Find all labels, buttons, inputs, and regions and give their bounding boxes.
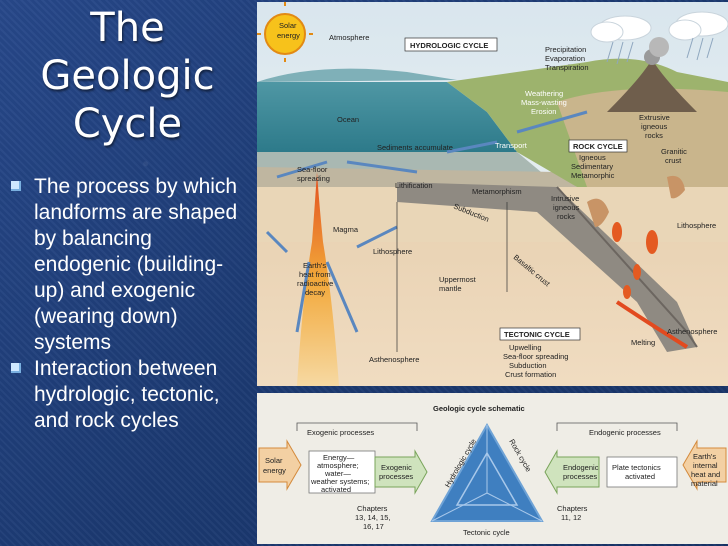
label-energy: Energy—: [323, 453, 355, 462]
label-extrusive: Extrusive: [639, 113, 670, 122]
label-sedimentary: Sedimentary: [571, 162, 613, 171]
label-energy: water—: [324, 469, 351, 478]
label-internal-heat: material: [691, 479, 718, 488]
sun-icon: [264, 13, 306, 55]
label-solar-energy: energy: [277, 31, 300, 40]
label-endogenic-processes: Endogenic processes: [589, 428, 661, 437]
geologic-cycle-illustration: Solar energy Atmosphere HYDROLOGIC CYCLE…: [257, 2, 728, 386]
label-exogenic-box: Exogenic: [381, 463, 412, 472]
geologic-cycle-schematic: Geologic cycle schematic Exogenic proces…: [257, 393, 728, 544]
label-granitic-crust: Granitic: [661, 147, 687, 156]
label-weathering: Weathering: [525, 89, 563, 98]
bullet-text: The process by which landforms are shape…: [34, 175, 238, 354]
label-earths-heat: decay: [305, 288, 325, 297]
label-chapters-left: 16, 17: [363, 522, 384, 531]
label-endogenic-box: Endogenic: [563, 463, 599, 472]
label-atmosphere: Atmosphere: [329, 33, 369, 42]
label-mass-wasting: Mass-wasting: [521, 98, 567, 107]
label-asthenosphere: Asthenosphere: [369, 355, 419, 364]
label-solar-energy: energy: [263, 466, 286, 475]
label-lithification: Lithification: [395, 181, 433, 190]
label-sea-floor-spreading-2: Sea-floor spreading: [503, 352, 568, 361]
label-chapters-left: Chapters: [357, 504, 388, 513]
label-chapters-right: Chapters: [557, 504, 588, 513]
label-sediments: Sediments accumulate: [377, 143, 453, 152]
label-plate-tectonics: Plate tectonics: [612, 463, 661, 472]
bullet-text: Interaction between hydrologic, tectonic…: [34, 357, 220, 432]
label-endogenic-box: processes: [563, 472, 597, 481]
label-sea-floor-spreading: Sea-floor: [297, 165, 328, 174]
label-igneous: Igneous: [579, 153, 606, 162]
label-solar-energy: Solar: [279, 21, 297, 30]
label-precipitation: Precipitation: [545, 45, 586, 54]
label-melting: Melting: [631, 338, 655, 347]
label-exogenic-processes: Exogenic processes: [307, 428, 374, 437]
bullet-list: The process by which landforms are shape…: [10, 174, 250, 434]
label-chapters-right: 11, 12: [561, 513, 581, 522]
label-extrusive: igneous: [641, 122, 668, 131]
label-metamorphism: Metamorphism: [472, 187, 522, 196]
label-asthenosphere: Asthenosphere: [667, 327, 717, 336]
bullet-item: The process by which landforms are shape…: [10, 174, 250, 356]
label-intrusive: igneous: [553, 203, 580, 212]
label-rock-cycle: ROCK CYCLE: [573, 142, 623, 151]
label-tectonic-cycle: Tectonic cycle: [463, 528, 510, 537]
label-energy: activated: [321, 485, 351, 494]
label-tectonic-cycle: TECTONIC CYCLE: [504, 330, 570, 339]
label-intrusive: Intrusive: [551, 194, 579, 203]
label-ocean: Ocean: [337, 115, 359, 124]
label-internal-heat: Earth's: [693, 452, 716, 461]
label-transpiration: Transpiration: [545, 63, 589, 72]
label-earths-heat: heat from: [299, 270, 331, 279]
label-uppermost-mantle: mantle: [439, 284, 462, 293]
slide-title: The Geologic Cycle: [40, 5, 215, 147]
label-subduction-2: Subduction: [509, 361, 547, 370]
label-granitic-crust: crust: [665, 156, 682, 165]
label-upwelling: Upwelling: [509, 343, 542, 352]
label-plate-tectonics: activated: [625, 472, 655, 481]
label-energy: atmosphere;: [317, 461, 359, 470]
label-erosion: Erosion: [531, 107, 556, 116]
label-chapters-left: 13, 14, 15,: [355, 513, 390, 522]
label-internal-heat: internal: [693, 461, 718, 470]
label-metamorphic: Metamorphic: [571, 171, 615, 180]
label-transport: Transport: [495, 141, 528, 150]
square-bullet-icon: [11, 181, 21, 191]
square-bullet-icon: [11, 363, 21, 373]
label-earths-heat: Earth's: [303, 261, 326, 270]
schematic-title: Geologic cycle schematic: [433, 404, 525, 413]
label-hydrologic-cycle: HYDROLOGIC CYCLE: [410, 41, 488, 50]
label-earths-heat: radioactive: [297, 279, 333, 288]
label-evaporation: Evaporation: [545, 54, 585, 63]
label-energy: weather systems;: [310, 477, 369, 486]
bullet-item: Interaction between hydrologic, tectonic…: [10, 356, 250, 434]
label-uppermost-mantle: Uppermost: [439, 275, 477, 284]
label-crust-formation: Crust formation: [505, 370, 556, 379]
label-exogenic-box: processes: [379, 472, 413, 481]
label-internal-heat: heat and: [691, 470, 720, 479]
label-magma: Magma: [333, 225, 359, 234]
label-sea-floor-spreading: spreading: [297, 174, 330, 183]
label-lithosphere: Lithosphere: [677, 221, 716, 230]
label-extrusive: rocks: [645, 131, 663, 140]
label-lithosphere: Lithosphere: [373, 247, 412, 256]
label-solar-energy: Solar: [265, 456, 283, 465]
label-intrusive: rocks: [557, 212, 575, 221]
